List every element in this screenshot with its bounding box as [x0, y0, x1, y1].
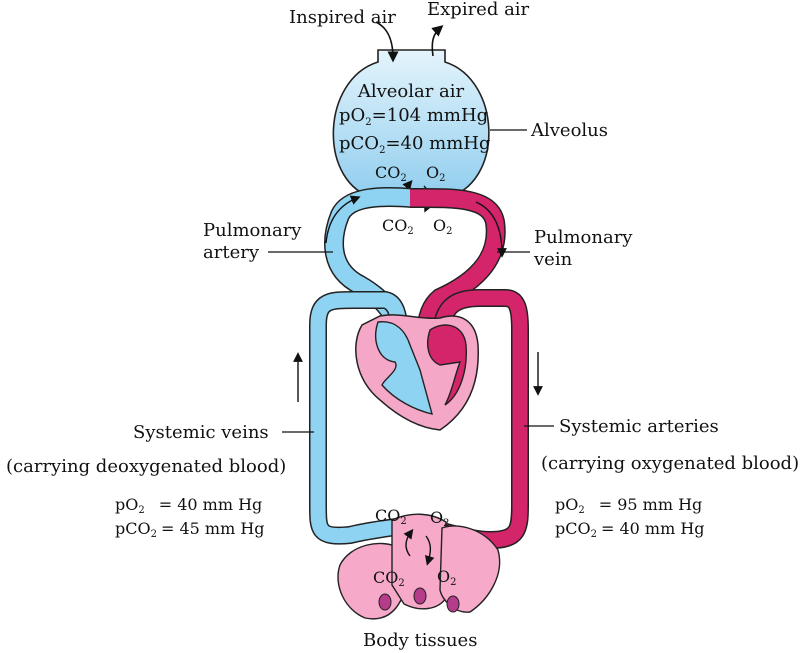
- inspired-air-label: Inspired air: [289, 7, 396, 28]
- alveolar-air-title: Alveolar air: [357, 81, 465, 102]
- heart-left-chambers: [427, 324, 467, 406]
- pulmonary-vein-label-line2: vein: [533, 249, 573, 270]
- systemic-veins-pco2: pCO2= 45 mm Hg: [115, 519, 265, 540]
- systemic-arteries-po2: pO2= 95 mm Hg: [555, 495, 702, 516]
- alveolus-o2: O2: [426, 163, 446, 184]
- pulmonary-artery-flow-arrow: [325, 195, 361, 244]
- capillary-top-co2: CO2: [382, 216, 414, 237]
- capillary-top-o2: O2: [433, 216, 453, 237]
- tissue-inside-co2: CO2: [373, 568, 405, 589]
- inspired-air-arrow: [375, 21, 399, 63]
- alveolus-label: Alveolus: [530, 120, 608, 141]
- alveolus-co2: CO2: [375, 163, 407, 184]
- tissue-co2-arrow: [403, 528, 414, 557]
- alveolar-po2: pO2=104 mmHg: [339, 105, 488, 128]
- heart-right-chambers: [375, 321, 433, 415]
- expired-air-arrow: [431, 25, 444, 57]
- alveolus: Alveolar air pO2=104 mmHg pCO2=40 mmHg C…: [332, 49, 608, 201]
- tissue-nucleus-middle: [413, 587, 427, 605]
- pulmonary-vein-label-line1: Pulmonary: [534, 227, 633, 248]
- systemic-arteries-desc: (carrying oxygenated blood): [541, 453, 799, 474]
- pulmonary-artery-label-line2: artery: [203, 242, 260, 263]
- tissue-nucleus-right: [446, 595, 460, 613]
- tissue-nucleus-left: [378, 593, 392, 611]
- systemic-arteries-label: Systemic arteries: [559, 416, 719, 437]
- alveolar-pco2: pCO2=40 mmHg: [339, 133, 491, 156]
- tissue-o2-arrow: [424, 535, 435, 566]
- tissue-top-co2: CO2: [375, 506, 407, 527]
- tissue-inside-o2: O2: [437, 567, 457, 588]
- systemic-veins-po2: pO2= 40 mm Hg: [115, 495, 262, 516]
- heart: [355, 314, 479, 431]
- pulmonary-vein-flow-arrow: [475, 201, 507, 258]
- systemic-veins-label: Systemic veins: [133, 422, 269, 443]
- body-tissues: CO2 O2: [337, 513, 501, 620]
- pulmonary-artery-label-line1: Pulmonary: [203, 220, 302, 241]
- systemic-arteries-pco2: pCO2= 40 mm Hg: [555, 519, 705, 540]
- body-tissues-label: Body tissues: [363, 630, 477, 651]
- systemic-veins-desc: (carrying deoxygenated blood): [6, 456, 286, 477]
- tissue-top-o2: O2: [430, 508, 450, 529]
- expired-air-label: Expired air: [427, 0, 530, 20]
